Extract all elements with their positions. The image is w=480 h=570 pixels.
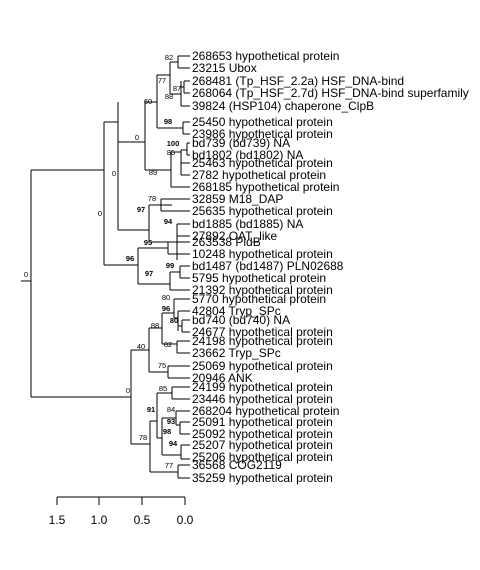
support-label: 88 <box>151 321 159 330</box>
leaf-label: 268481 (Tp_HSF_2.2a) HSF_DNA-bind <box>192 74 404 88</box>
leaf-label: 25091 hypothetical protein <box>192 415 333 429</box>
support-label: 0 <box>126 386 130 395</box>
support-label: 88 <box>165 92 173 101</box>
leaf-label: 23662 Tryp_SPc <box>192 346 281 360</box>
leaf-label: 25463 hypothetical protein <box>192 156 333 170</box>
leaf-label: 42804 Tryp_SPc <box>192 304 281 318</box>
leaf-label: 268204 hypothetical protein <box>192 404 339 418</box>
support-label strong: 95 <box>144 238 152 247</box>
leaf-label: 25069 hypothetical protein <box>192 359 333 373</box>
support-label strong: 94 <box>169 439 178 448</box>
leaf-label: 263538 PldB <box>192 235 261 249</box>
leaf-label: 21392 hypothetical protein <box>192 283 333 297</box>
leaf-label: bd740 (bd740) NA <box>192 313 290 327</box>
leaf-label: 5795 hypothetical protein <box>192 271 326 285</box>
support-label strong: 94 <box>164 217 173 226</box>
axis-tick-label: 1.5 <box>49 513 66 527</box>
tree-edges <box>21 55 190 479</box>
support-label: 78 <box>148 194 156 203</box>
support-label strong: 96 <box>126 254 134 263</box>
leaf-labels: 268653 hypothetical protein 23215 Ubox 2… <box>192 49 469 485</box>
scale-axis: 1.5 1.0 0.5 0.0 <box>49 496 194 527</box>
support-label: 80 <box>162 293 170 302</box>
support-label strong: 99 <box>166 261 174 270</box>
leaf-label: bd1487 (bd1487) PLN02688 <box>192 259 344 273</box>
leaf-label: 268185 hypothetical protein <box>192 180 339 194</box>
support-label: 85 <box>167 148 175 157</box>
leaf-label: 24677 hypothetical protein <box>192 325 333 339</box>
leaf-label: 25207 hypothetical protein <box>192 438 333 452</box>
support-label: 82 <box>165 53 173 62</box>
support-label strong: 98 <box>164 117 172 126</box>
leaf-label: 23446 hypothetical protein <box>192 392 333 406</box>
leaf-label: 32859 M18_DAP <box>192 192 283 206</box>
support-label: 40 <box>137 342 145 351</box>
leaf-label: bd1802 (bd1802) NA <box>192 148 303 162</box>
leaf-label: 39824 (HSP104) chaperone_ClpB <box>192 99 374 113</box>
leaf-label: 24199 hypothetical protein <box>192 380 333 394</box>
support-label strong: 96 <box>162 304 170 313</box>
support-label: 0 <box>24 270 28 279</box>
support-labels: 82 77 87 88 60 98 0 100 85 89 0 78 97 94… <box>24 53 181 470</box>
support-label: 0 <box>112 169 116 178</box>
support-label strong: 97 <box>137 205 145 214</box>
axis-tick-label: 0.5 <box>134 513 151 527</box>
leaf-label: bd1885 (bd1885) NA <box>192 217 303 231</box>
leaf-label: 25450 hypothetical protein <box>192 115 333 129</box>
support-label strong: 100 <box>167 139 180 148</box>
support-label: 0 <box>98 209 102 218</box>
support-label: 77 <box>158 76 166 85</box>
support-label: 77 <box>165 461 173 470</box>
support-label: 84 <box>167 405 175 414</box>
axis-tick-label: 1.0 <box>91 513 108 527</box>
leaf-label: 20946 ANK <box>192 371 253 385</box>
support-label: 87 <box>173 84 181 93</box>
leaf-label: 25092 hypothetical protein <box>192 427 333 441</box>
support-label: 0 <box>135 133 139 142</box>
axis-tick-label: 0.0 <box>177 513 194 527</box>
support-label: 60 <box>144 97 152 106</box>
leaf-label: 25206 hypothetical protein <box>192 450 333 464</box>
support-label strong: 80 <box>170 316 178 325</box>
support-label: 78 <box>139 433 147 442</box>
support-label: 85 <box>159 384 167 393</box>
leaf-label: 10248 hypothetical protein <box>192 247 333 261</box>
support-label: 89 <box>149 168 157 177</box>
support-label strong: 91 <box>147 405 155 414</box>
leaf-label: 23986 hypothetical protein <box>192 127 333 141</box>
leaf-label: 268064 (Tp_HSF_2.7d) HSF_DNA-bind superf… <box>192 86 469 100</box>
leaf-label: 5770 hypothetical protein <box>192 292 326 306</box>
support-label: 82 <box>164 340 172 349</box>
support-label strong: 97 <box>145 269 153 278</box>
support-label strong: 93 <box>167 417 175 426</box>
leaf-label: 2782 hypothetical protein <box>192 168 326 182</box>
leaf-label: 27892 OAT_like <box>192 229 277 243</box>
support-label: 75 <box>158 361 166 370</box>
leaf-label: 23215 Ubox <box>192 61 257 75</box>
support-label strong: 98 <box>163 427 171 436</box>
leaf-label: 25635 hypothetical protein <box>192 204 333 218</box>
leaf-label: 268653 hypothetical protein <box>192 49 339 63</box>
leaf-label: 24198 hypothetical protein <box>192 334 333 348</box>
leaf-label: bd739 (bd739) NA <box>192 136 290 150</box>
leaf-label: 35259 hypothetical protein <box>192 471 333 485</box>
leaf-label: 36568 COG2119 <box>192 458 282 472</box>
